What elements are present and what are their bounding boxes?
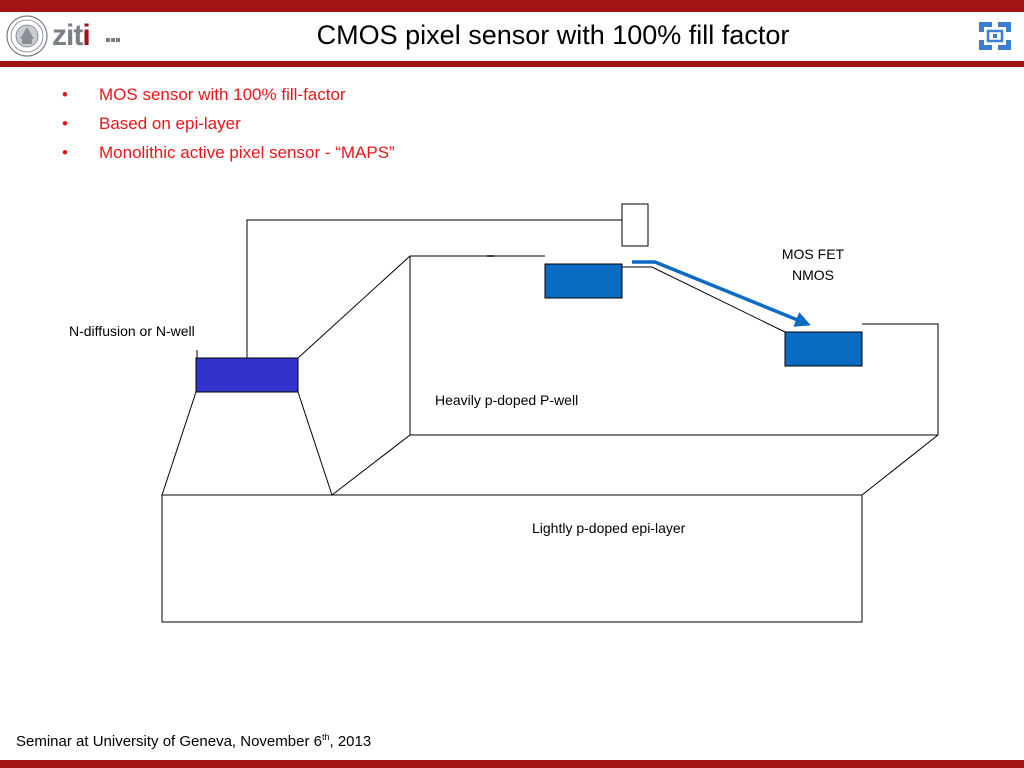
p-well-right-outline — [861, 323, 939, 496]
bullet-text: Based on epi-layer — [99, 114, 241, 133]
footer-text-year: , 2013 — [329, 733, 372, 750]
slide-title: CMOS pixel sensor with 100% fill factor — [316, 20, 790, 50]
p-well-label: Heavily p-doped P-well — [435, 392, 578, 408]
n-diffusion-to-well-edge — [297, 255, 411, 359]
bullet-list: • MOS sensor with 100% fill-factor • Bas… — [62, 84, 395, 171]
bullet-marker: • — [62, 114, 68, 133]
ziti-dots-icon — [106, 29, 124, 42]
bullet-item: • MOS sensor with 100% fill-factor — [62, 84, 395, 113]
n-diffusion-right-edge — [297, 391, 333, 496]
n-diffusion-region — [195, 357, 299, 393]
bullet-marker: • — [62, 143, 68, 162]
mosfet-label-line2: NMOS — [792, 267, 834, 283]
bullet-item: • Monolithic active pixel sensor - “MAPS… — [62, 142, 395, 171]
mos-gate-block — [544, 263, 623, 299]
charge-transfer-arrow — [632, 260, 811, 327]
bullet-item: • Based on epi-layer — [62, 113, 395, 142]
p-well-outline — [331, 255, 545, 496]
surface-slope-line — [622, 266, 786, 333]
n-diffusion-left-edge — [161, 391, 197, 496]
footer-superscript: th — [321, 732, 330, 742]
mosfet-label-line1: MOS FET — [782, 246, 845, 262]
bullet-text: MOS sensor with 100% fill-factor — [99, 85, 346, 104]
university-seal-icon — [6, 15, 48, 57]
mosfet-nmos-block — [784, 331, 863, 367]
epi-layer-box — [161, 494, 863, 623]
footer-text-main: Seminar at University of Geneva, Novembe… — [16, 733, 322, 750]
ziti-wordmark: ziti — [52, 18, 91, 54]
footer-text: Seminar at University of Geneva, Novembe… — [16, 732, 371, 752]
ziti-wordmark-i: i — [82, 19, 90, 52]
ziti-wordmark-prefix: zit — [52, 19, 83, 52]
epi-layer-label: Lightly p-doped epi-layer — [532, 520, 686, 536]
readout-wire — [246, 219, 622, 358]
bottom-accent-bar — [0, 760, 1024, 768]
n-diffusion-label: N-diffusion or N-well — [69, 323, 195, 339]
readout-node-box — [621, 203, 649, 247]
top-accent-bar — [0, 0, 1024, 12]
bullet-text: Monolithic active pixel sensor - “MAPS” — [99, 143, 395, 162]
ziti-logo: ziti — [52, 18, 124, 54]
header-divider-bar — [0, 61, 1024, 67]
bullet-marker: • — [62, 85, 68, 104]
institute-logo-icon — [977, 19, 1013, 53]
